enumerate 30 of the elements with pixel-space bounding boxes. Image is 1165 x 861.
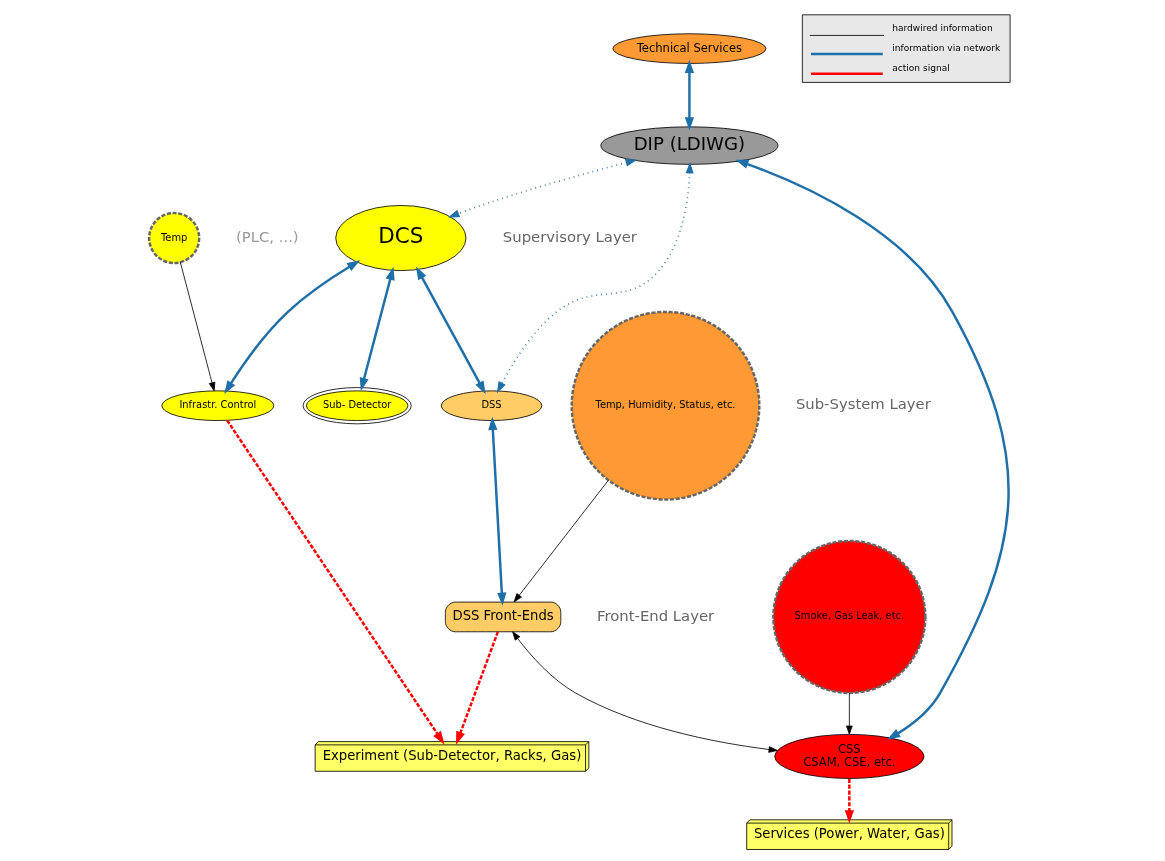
arrow: [225, 419, 444, 745]
arrow: [734, 159, 1009, 740]
label: Supervisory Layer: [502, 227, 637, 245]
legend-label: action signal: [891, 62, 950, 73]
legend-label: information via network: [891, 42, 1000, 53]
arrow: [513, 480, 609, 603]
node-ellipse: Technical Services: [611, 33, 766, 64]
node-circle: Temp: [147, 211, 200, 265]
node-circle: Smoke, Gas Leak, etc.: [771, 539, 927, 695]
arrow: [684, 59, 694, 131]
arrow: [415, 266, 486, 395]
label: Front-End Layer: [596, 606, 714, 624]
node-ellipse: DSS: [440, 390, 542, 421]
node-ellipse: Infrastr. Control: [160, 390, 274, 421]
arrow: [223, 260, 360, 394]
arrow: [496, 161, 694, 394]
arrow: [845, 692, 853, 735]
node-ellipse: CSS CSAM, CSE, etc.: [773, 733, 924, 779]
arrow: [179, 261, 215, 392]
label: Sub-System Layer: [795, 395, 931, 413]
arrow: [447, 158, 637, 218]
arrow: [359, 266, 395, 392]
arrow: [511, 631, 778, 753]
arrow: [455, 631, 499, 745]
arrow: [844, 779, 854, 824]
arrow: [487, 416, 506, 606]
node-box: DSS Front-Ends: [444, 601, 561, 633]
legend-label: hardwired information: [891, 23, 993, 34]
node-circle: Temp, Humidity, Status, etc.: [569, 310, 761, 501]
label: (PLC, ...): [235, 227, 299, 245]
